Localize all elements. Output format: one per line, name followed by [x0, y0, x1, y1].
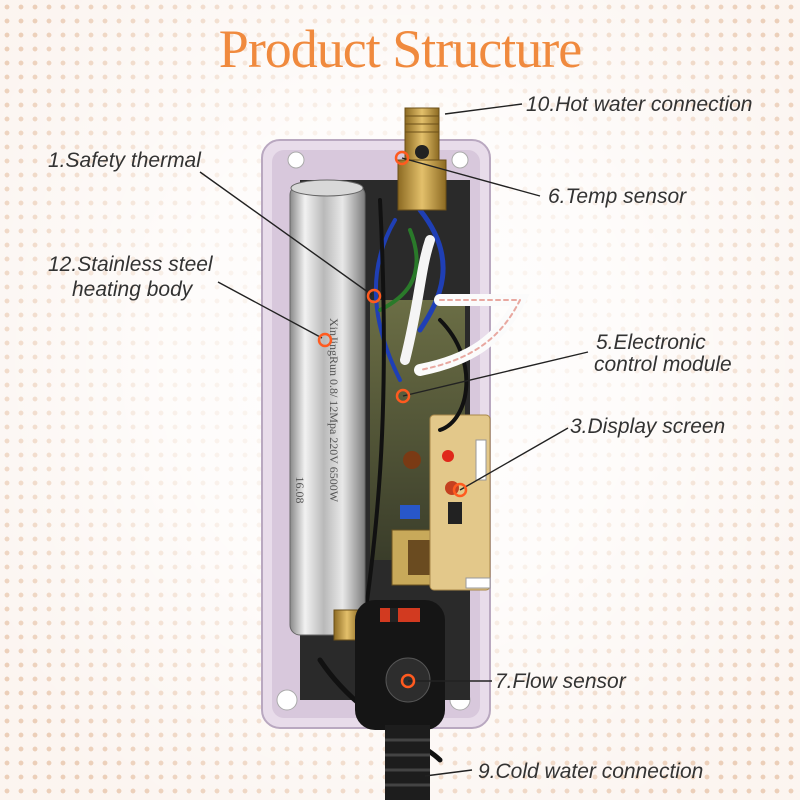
flow-sensor	[355, 600, 445, 730]
leader-cold-water	[424, 769, 473, 777]
leader-temp-sensor	[401, 157, 541, 197]
display-board	[429, 414, 491, 591]
leader-safety-thermal	[199, 171, 373, 296]
marker-temp-sensor	[394, 150, 410, 166]
leader-control-module	[402, 351, 589, 397]
label-safety-thermal: 1.Safety thermal	[48, 149, 201, 172]
leader-hot-water	[444, 103, 523, 115]
marker-flow-sensor	[400, 673, 416, 689]
marker-display-screen	[452, 482, 468, 498]
marker-control-module	[395, 388, 411, 404]
heating-body: XinJingRun 0.8/ 12Mpa 220V 6500W 16.08	[289, 179, 366, 636]
label-hot-water-connection: 10.Hot water connection	[526, 93, 753, 116]
cold-water-hose	[385, 725, 430, 800]
label-control-module-line1: 5.Electronic	[596, 331, 706, 354]
label-heating-body-line1: 12.Stainless steel	[48, 253, 213, 276]
heater-print: XinJingRun 0.8/ 12Mpa 220V 6500W	[327, 318, 341, 503]
label-temp-sensor: 6.Temp sensor	[548, 185, 687, 208]
label-heating-body-line2: heating body	[72, 278, 193, 301]
leader-display-screen	[459, 427, 569, 491]
leader-lines	[199, 103, 589, 777]
marker-heating-body	[317, 332, 333, 348]
label-flow-sensor: 7.Flow sensor	[495, 670, 626, 693]
label-control-module-line2: control module	[594, 353, 732, 376]
page-title: Product Structure	[218, 19, 582, 79]
marker-safety-thermal	[366, 288, 382, 304]
leader-heating-body	[217, 281, 323, 339]
label-display-screen: 3.Display screen	[570, 415, 726, 438]
markers	[317, 150, 468, 689]
heater-mark: 16.08	[293, 477, 307, 504]
hot-water-fitting	[397, 107, 447, 211]
label-cold-water-connection: 9.Cold water connection	[478, 760, 704, 783]
